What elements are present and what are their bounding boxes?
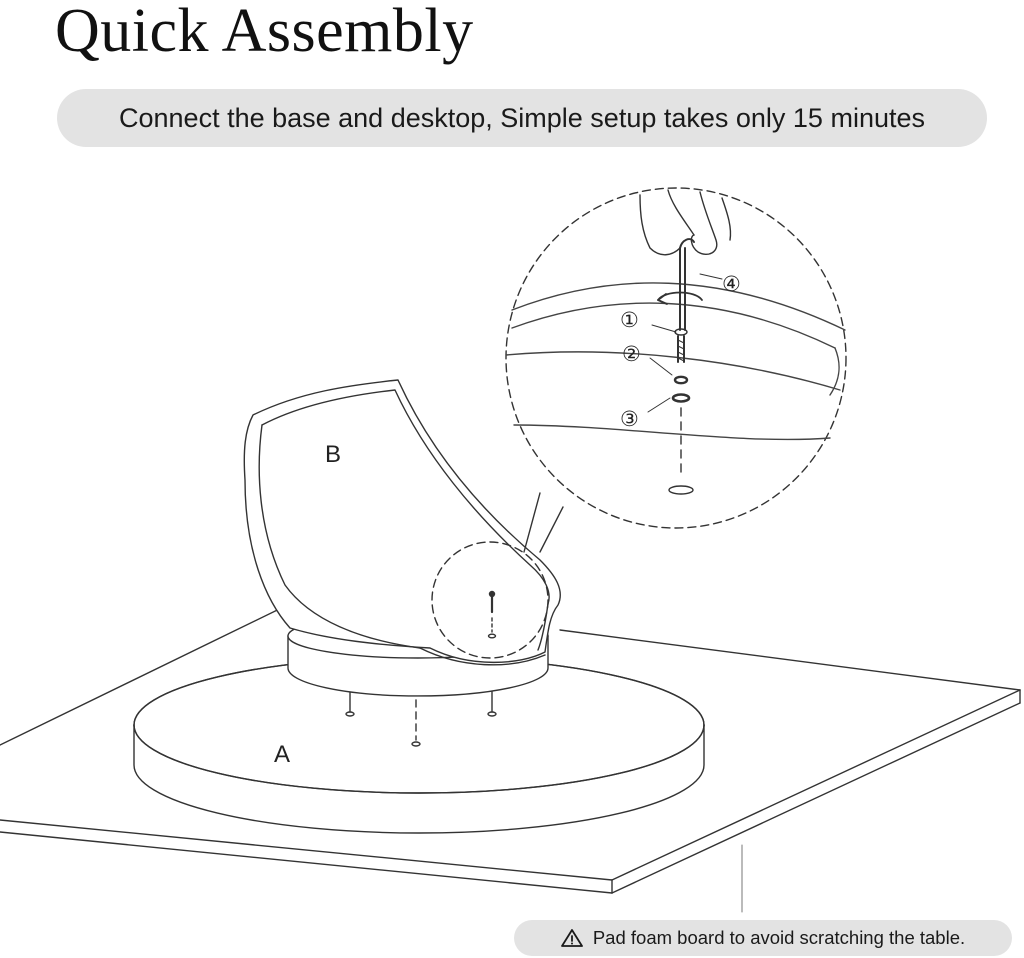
backrest-b bbox=[243, 379, 561, 666]
subtitle-banner: Connect the base and desktop, Simple set… bbox=[57, 89, 987, 147]
base-screws bbox=[345, 689, 497, 747]
part-a-label: A bbox=[274, 741, 290, 768]
step-4-marker: ④ bbox=[722, 272, 741, 296]
detail-circle-small bbox=[431, 492, 564, 659]
assembly-diagram: A B bbox=[0, 150, 1024, 915]
base-disc-a bbox=[133, 656, 705, 834]
warning-text: Pad foam board to avoid scratching the t… bbox=[592, 927, 966, 948]
page-title: Quick Assembly bbox=[55, 0, 474, 65]
bolt-stack bbox=[647, 324, 694, 495]
step-1-marker: ① bbox=[620, 308, 639, 332]
part-b-label: B bbox=[325, 441, 341, 468]
warning-note: Pad foam board to avoid scratching the t… bbox=[514, 920, 1012, 956]
hand-hex-key bbox=[639, 189, 732, 331]
warning-triangle-icon bbox=[560, 928, 583, 948]
step-3-marker: ③ bbox=[620, 407, 639, 431]
step-2-marker: ② bbox=[622, 342, 641, 366]
subtitle-text: Connect the base and desktop, Simple set… bbox=[119, 102, 925, 133]
detail-circle-large bbox=[505, 187, 847, 529]
